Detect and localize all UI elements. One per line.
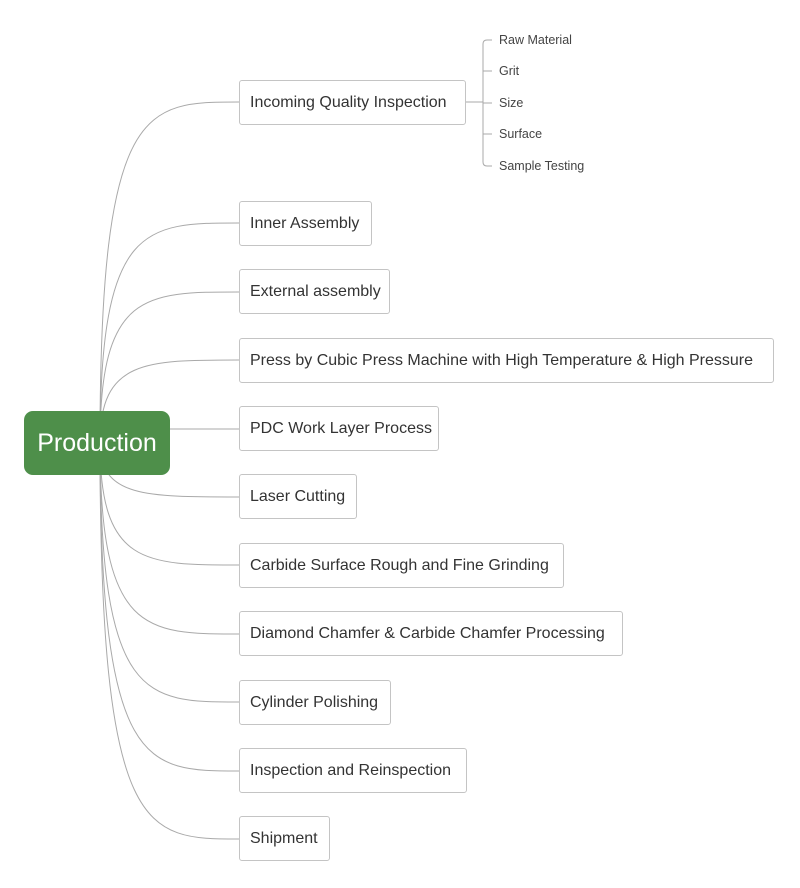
branch-node-label: Incoming Quality Inspection [250, 93, 447, 111]
leaf-node-grit[interactable]: Grit [499, 63, 519, 79]
branch-node-cylinder-polishing[interactable]: Cylinder Polishing [239, 680, 391, 725]
connector-cylinder-polishing [99, 442, 240, 703]
branch-node-laser-cutting[interactable]: Laser Cutting [239, 474, 357, 519]
branch-node-carbide-surface-grinding[interactable]: Carbide Surface Rough and Fine Grinding [239, 543, 564, 588]
branch-node-label: Inspection and Reinspection [250, 761, 452, 779]
connector-leaf-tick [482, 39, 492, 45]
branch-node-label: External assembly [250, 282, 381, 300]
branch-node-label: Press by Cubic Press Machine with High T… [250, 351, 754, 369]
branch-node-inspection-and-reinspection[interactable]: Inspection and Reinspection [239, 748, 467, 793]
root-node-production[interactable]: Production [24, 411, 170, 475]
leaf-node-surface[interactable]: Surface [499, 126, 542, 142]
branch-node-inner-assembly[interactable]: Inner Assembly [239, 201, 372, 246]
branch-node-pdc-work-layer-process[interactable]: PDC Work Layer Process [239, 406, 439, 451]
branch-node-label: Laser Cutting [250, 487, 346, 505]
branch-node-incoming-quality-inspection[interactable]: Incoming Quality Inspection [239, 80, 466, 125]
connector-inner-assembly [99, 222, 240, 444]
branch-node-label: PDC Work Layer Process [250, 419, 432, 437]
branch-node-label: Inner Assembly [250, 214, 360, 232]
branch-node-cubic-press[interactable]: Press by Cubic Press Machine with High T… [239, 338, 774, 383]
leaf-node-sample-testing[interactable]: Sample Testing [499, 158, 584, 174]
branch-node-external-assembly[interactable]: External assembly [239, 269, 390, 314]
leaf-node-raw-material[interactable]: Raw Material [499, 32, 572, 48]
connector-carbide-grinding [99, 442, 240, 566]
branch-node-label: Carbide Surface Rough and Fine Grinding [250, 556, 549, 574]
branch-node-label: Cylinder Polishing [250, 693, 379, 711]
connector-leaf-tick [482, 161, 492, 167]
leaf-node-label: Raw Material [499, 33, 572, 47]
leaf-node-label: Sample Testing [499, 159, 585, 173]
connector-shipment [99, 442, 240, 840]
leaf-node-label: Grit [499, 64, 520, 78]
connector-inspection [99, 442, 240, 772]
branch-node-label: Diamond Chamfer & Carbide Chamfer Proces… [250, 624, 605, 642]
leaf-node-label: Size [499, 96, 524, 110]
branch-node-shipment[interactable]: Shipment [239, 816, 330, 861]
branch-node-chamfer-processing[interactable]: Diamond Chamfer & Carbide Chamfer Proces… [239, 611, 623, 656]
leaf-node-size[interactable]: Size [499, 95, 523, 111]
root-node-label: Production [37, 428, 157, 457]
connector-external-assembly [99, 291, 240, 444]
connector-chamfer-processing [99, 442, 240, 635]
connector-incoming-quality-inspection [99, 101, 240, 444]
branch-node-label: Shipment [250, 829, 318, 847]
leaf-node-label: Surface [499, 127, 543, 141]
